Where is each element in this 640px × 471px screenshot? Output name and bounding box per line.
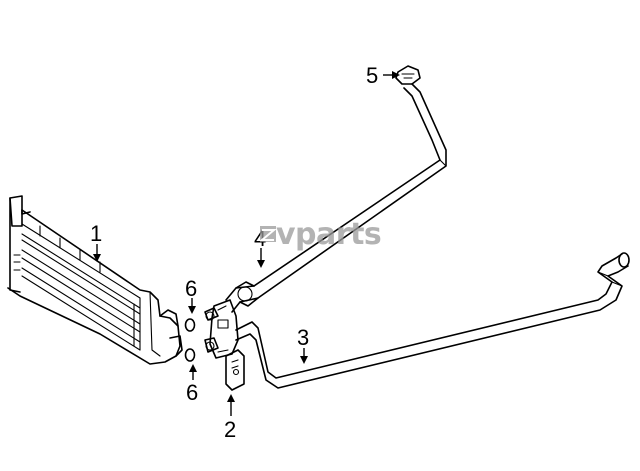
clip-part[interactable] <box>395 65 421 85</box>
watermark-logo: vparts <box>259 217 382 252</box>
o-ring-upper-part[interactable] <box>184 318 196 332</box>
watermark-text: vparts <box>276 217 381 252</box>
o-ring-lower-part[interactable] <box>184 348 196 362</box>
inlet-tube-part[interactable] <box>225 83 447 313</box>
callout-5: 5 <box>366 63 378 88</box>
callout-6-upper: 6 <box>185 276 197 301</box>
leader-5 <box>383 71 400 79</box>
fitting-block-part <box>204 299 239 359</box>
leader-6a <box>188 298 196 314</box>
callout-2: 2 <box>224 417 236 442</box>
outlet-tube-part[interactable] <box>235 252 630 389</box>
leader-4 <box>257 248 265 268</box>
callout-6-lower: 6 <box>186 380 198 405</box>
callout-3: 3 <box>297 325 309 350</box>
bracket-part[interactable] <box>225 349 245 391</box>
oil-cooler-part[interactable] <box>7 195 183 365</box>
leader-2 <box>227 394 235 416</box>
leader-3 <box>300 348 308 364</box>
leader-6b <box>189 364 197 380</box>
leader-1 <box>93 244 101 262</box>
callout-1: 1 <box>90 221 102 246</box>
